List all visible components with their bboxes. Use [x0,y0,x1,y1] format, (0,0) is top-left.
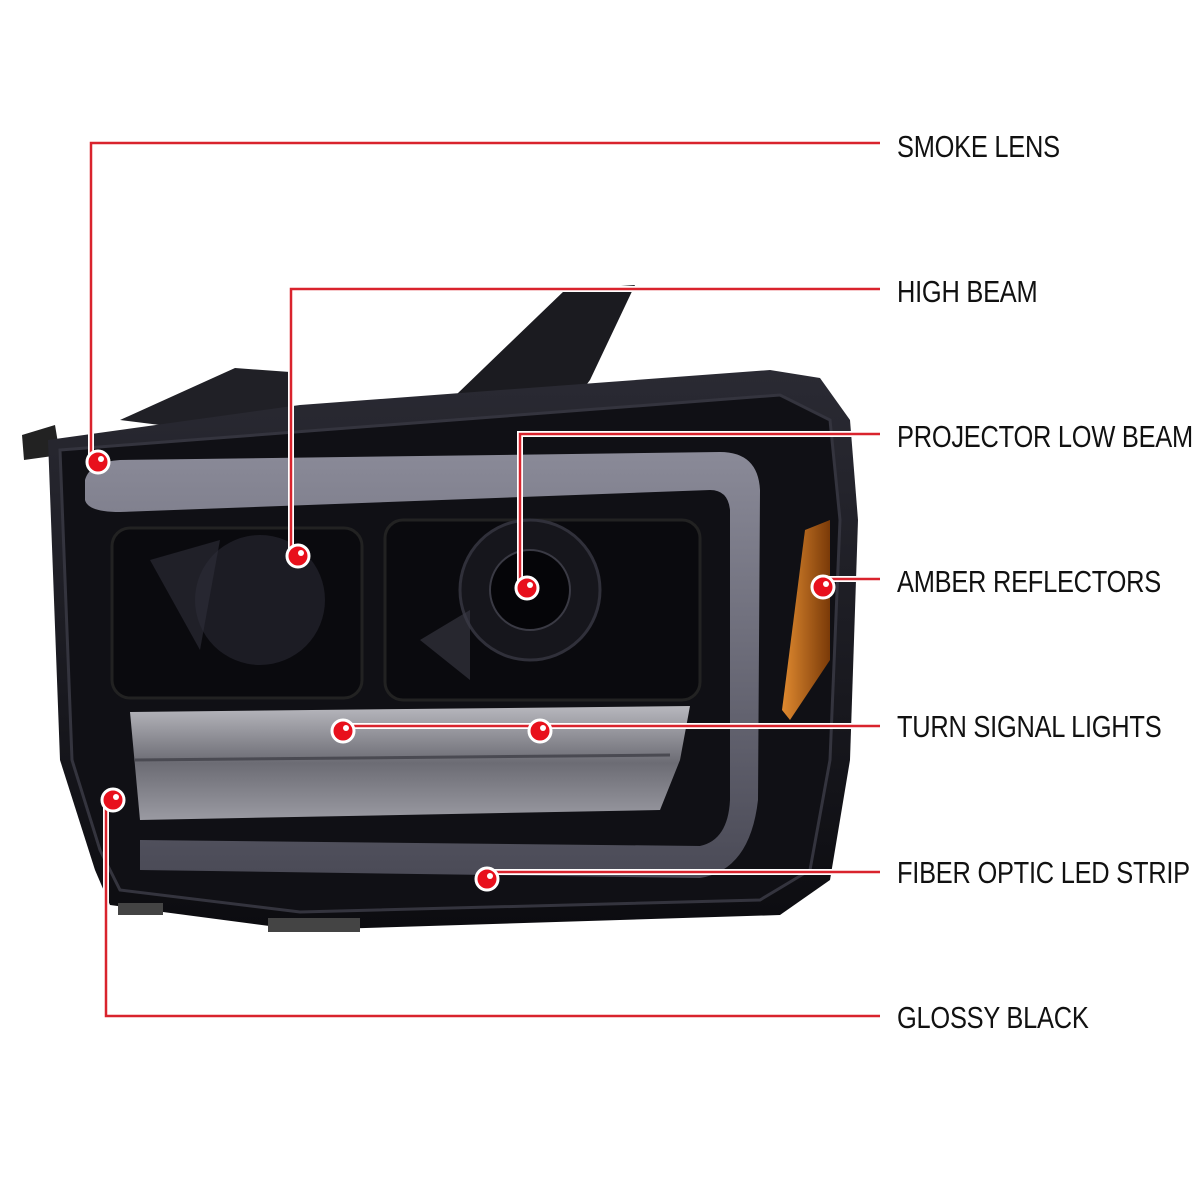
amber-reflector [782,520,830,720]
label-high-beam: HIGH BEAM [897,274,1038,309]
label-smoke-lens: SMOKE LENS [897,129,1060,164]
callout-dots [85,449,836,892]
high-beam-dot [285,543,311,569]
fiber-optic-led-strip [85,452,760,878]
projector-dot [514,575,540,601]
glossy-black-dot [100,787,126,813]
fiber-optic-dot [474,866,500,892]
label-glossy-black: GLOSSY BLACK [897,1000,1089,1035]
smoke-lens-dot [85,449,111,475]
label-turn-signal-lights: TURN SIGNAL LIGHTS [897,709,1162,744]
callout-lines [88,140,880,1019]
turn-signal-dot-1 [330,718,356,744]
projector-housings [110,518,702,702]
label-fiber-optic-led-strip: FIBER OPTIC LED STRIP [897,855,1190,890]
label-projector-low-beam: PROJECTOR LOW BEAM [897,419,1193,454]
amber-dot [810,574,836,600]
turn-signal-dot-2 [527,718,553,744]
label-amber-reflectors: AMBER REFLECTORS [897,564,1161,599]
